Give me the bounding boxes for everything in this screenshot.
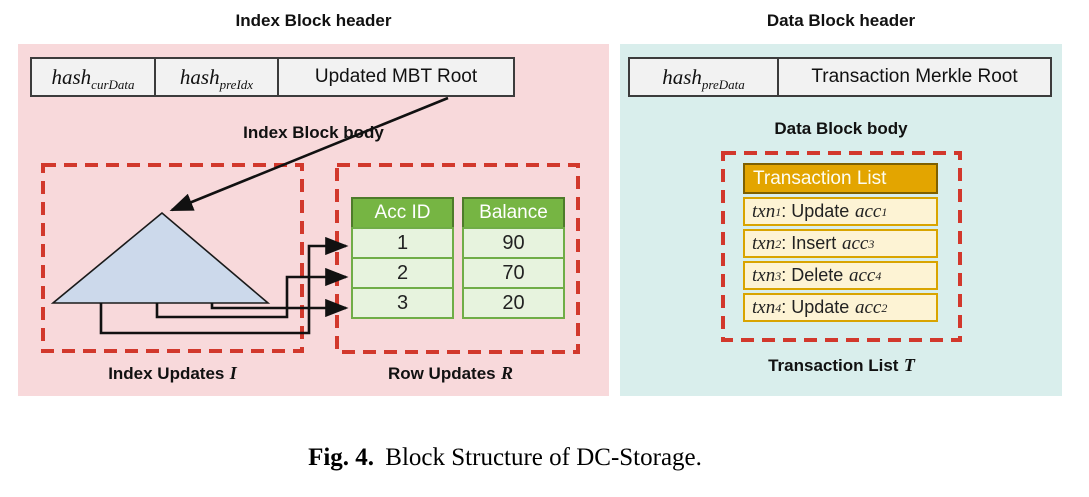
index-block-body-label: Index Block body bbox=[243, 123, 384, 142]
index-block-header-title: Index Block header bbox=[235, 11, 392, 30]
transaction-list-symbol: T bbox=[903, 355, 915, 375]
acc-id-cell-row2: 2 bbox=[351, 257, 454, 289]
figure-caption: Fig. 4. Block Structure of DC-Storage. bbox=[0, 444, 1010, 472]
balance-column: Balance 90 70 20 bbox=[462, 197, 565, 319]
balance-cell-row3: 20 bbox=[462, 287, 565, 319]
index-block-header-bar: hashcurData hashpreIdx Updated MBT Root bbox=[30, 57, 515, 97]
balance-cell-row2: 70 bbox=[462, 257, 565, 289]
balance-column-header: Balance bbox=[462, 197, 565, 229]
hash-pre-idx-text: hashpreIdx bbox=[179, 64, 254, 92]
index-updates-symbol: I bbox=[229, 363, 237, 383]
hash-cur-data-text: hashcurData bbox=[51, 64, 135, 92]
acc-id-cell-row1: 1 bbox=[351, 227, 454, 259]
acc-id-column: Acc ID 1 2 3 bbox=[351, 197, 454, 319]
acc-id-cell-row3: 3 bbox=[351, 287, 454, 319]
balance-cell-row1: 90 bbox=[462, 227, 565, 259]
data-block-body-label: Data Block body bbox=[774, 119, 908, 138]
figure-caption-number: Fig. 4. bbox=[308, 444, 375, 471]
transaction-merkle-root-cell: Transaction Merkle Root bbox=[811, 66, 1018, 87]
hash-pre-data-text: hashpreData bbox=[662, 64, 745, 92]
figure-caption-text: Block Structure of DC-Storage. bbox=[385, 444, 702, 471]
data-block-header-bar: hashpreData Transaction Merkle Root bbox=[628, 57, 1052, 97]
data-block-header-title: Data Block header bbox=[766, 11, 916, 30]
row-updates-symbol: R bbox=[501, 363, 514, 383]
hash-pre-idx-cell: hashpreIdx bbox=[156, 59, 279, 95]
acc-id-column-header: Acc ID bbox=[351, 197, 454, 229]
transaction-list-header: Transaction List bbox=[743, 163, 938, 194]
hash-cur-data-cell: hashcurData bbox=[32, 59, 156, 95]
updated-mbt-root-cell: Updated MBT Root bbox=[314, 66, 478, 87]
hash-pre-data-cell: hashpreData bbox=[630, 59, 779, 95]
